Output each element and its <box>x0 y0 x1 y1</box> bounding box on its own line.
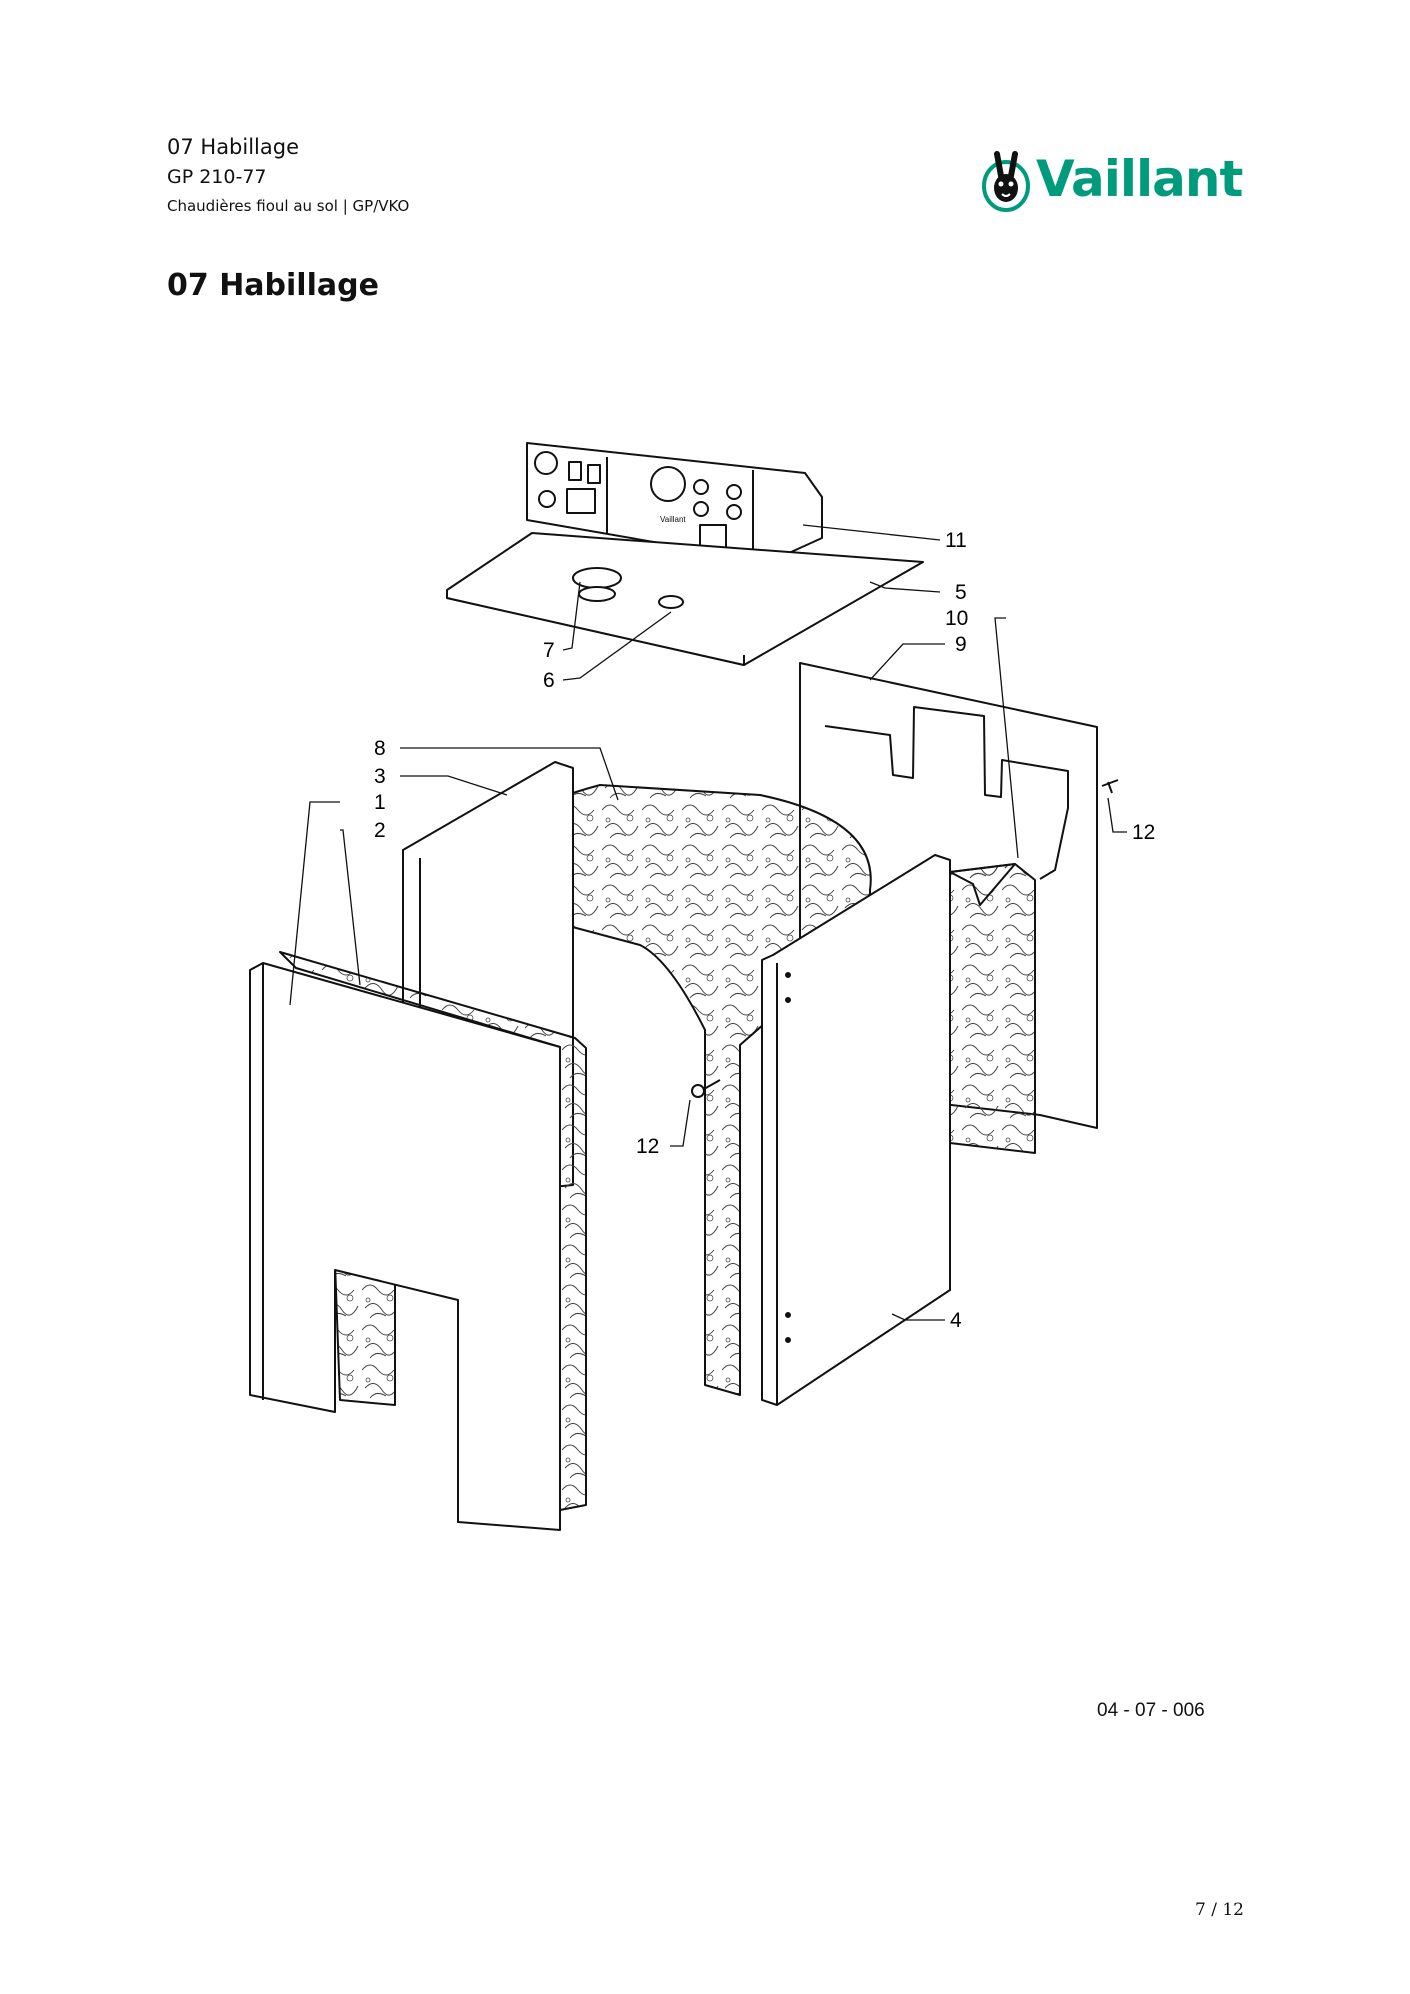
page-title: 07 Habillage <box>167 268 379 303</box>
callout-6: 6 <box>543 669 555 692</box>
callout-10: 10 <box>945 607 968 630</box>
page-number: 7 / 12 <box>1195 1900 1244 1920</box>
callout-5: 5 <box>955 581 967 604</box>
callout-3: 3 <box>374 765 386 788</box>
callout-4: 4 <box>950 1309 962 1332</box>
vaillant-logo: Vaillant <box>980 146 1243 212</box>
callout-2: 2 <box>374 819 386 842</box>
top-plate <box>446 532 924 666</box>
leader-lines <box>289 524 1127 1321</box>
insulation-left <box>279 951 587 1511</box>
document-header: 07 Habillage GP 210-77 Chaudières fioul … <box>167 132 409 220</box>
insulation-right <box>949 863 1036 1154</box>
callout-1: 1 <box>374 791 386 814</box>
model-name: GP 210-77 <box>167 166 267 188</box>
callout-7: 7 <box>543 639 555 662</box>
callout-9: 9 <box>955 633 967 656</box>
drawing-reference: 04 - 07 - 006 <box>1097 1700 1205 1721</box>
callout-11: 11 <box>945 529 967 552</box>
callout-12-right: 12 <box>1132 821 1155 844</box>
screw <box>691 779 1119 1098</box>
right-panel <box>761 854 951 1406</box>
callout-8: 8 <box>374 737 386 760</box>
logo-wordmark: Vaillant <box>1036 150 1243 208</box>
panel-brand-label: Vaillant <box>660 515 686 524</box>
callout-labels: 11 5 10 9 7 6 8 3 1 2 12 12 4 <box>374 529 1155 1332</box>
control-panel: Vaillant <box>526 442 823 563</box>
hare-emblem-icon <box>982 151 1030 212</box>
left-panel <box>249 962 561 1531</box>
callout-12-center: 12 <box>636 1135 659 1158</box>
section-name: 07 Habillage <box>167 135 300 159</box>
product-category: Chaudières fioul au sol | GP/VKO <box>167 197 410 215</box>
